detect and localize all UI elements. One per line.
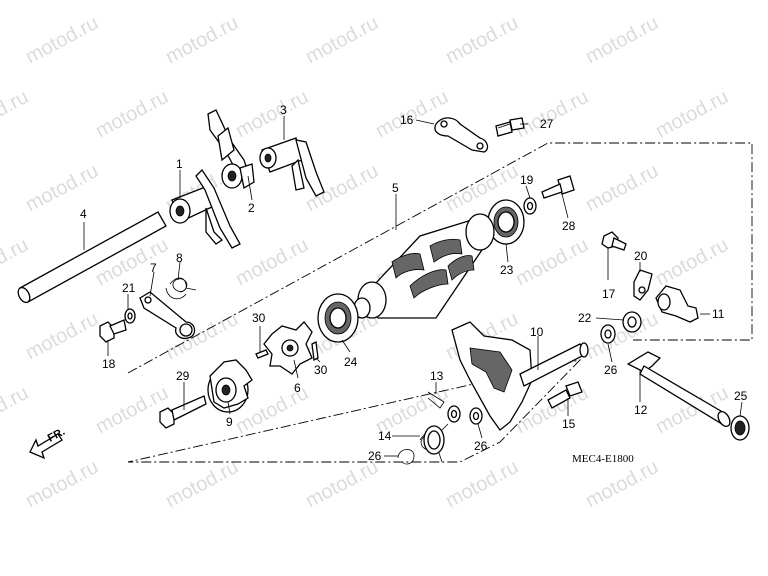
callout-7: 7 — [150, 261, 157, 275]
callout-14: 14 — [378, 429, 392, 443]
shift-shaft-plate — [451, 321, 589, 431]
leader-lines — [83, 116, 743, 457]
bolt-18 — [99, 319, 127, 343]
watermark-text: motod.ru — [22, 456, 102, 512]
watermark-text: motod.ru — [232, 86, 312, 142]
diagram-code: MEC4-E1800 — [572, 453, 634, 465]
direction-label: FR. — [46, 426, 67, 445]
callout-23: 23 — [500, 263, 514, 277]
oil-seal-25 — [730, 415, 750, 441]
callout-11: 11 — [712, 307, 725, 321]
callout-22: 22 — [578, 311, 592, 325]
watermark-text: motod.ru — [22, 12, 102, 68]
watermark-text: motod.ru — [22, 308, 102, 364]
watermark-text: motod.ru — [302, 12, 382, 68]
watermark-text: motod.ru — [0, 382, 32, 438]
forward-direction-indicator: FR. — [29, 426, 67, 460]
shift-arm-lever — [655, 285, 699, 323]
spring-8 — [165, 277, 197, 300]
callout-18: 18 — [102, 357, 116, 371]
pin-30a — [255, 349, 269, 359]
washer-22b — [622, 311, 642, 333]
callout-17: 17 — [602, 287, 616, 301]
bolt-29 — [159, 395, 207, 429]
callout-3: 3 — [280, 103, 287, 117]
watermark-text: motod.ru — [582, 160, 662, 216]
callout-10: 10 — [530, 325, 544, 339]
assembly-frame — [127, 142, 753, 463]
cam-plate — [263, 321, 313, 375]
callout-27: 27 — [540, 117, 554, 131]
callout-16: 16 — [400, 113, 414, 127]
watermark-text: motod.ru — [582, 12, 662, 68]
washer-22a — [600, 324, 616, 344]
watermark-text: motod.ru — [162, 456, 242, 512]
callout-1: 1 — [176, 157, 183, 171]
watermark-text: motod.ru — [92, 382, 172, 438]
bracket-20 — [633, 269, 653, 301]
callout-30b: 30 — [314, 363, 328, 377]
watermark-text: motod.ru — [442, 12, 522, 68]
callout-20: 20 — [634, 249, 648, 263]
callout-8: 8 — [176, 251, 183, 265]
return-spring — [419, 423, 449, 463]
ring-upper — [447, 405, 461, 423]
callout-13: 13 — [430, 369, 444, 383]
callout-30a: 30 — [252, 311, 266, 325]
callout-25: 25 — [734, 389, 748, 403]
bearing-24 — [317, 293, 359, 343]
watermark-text: motod.ru — [162, 12, 242, 68]
callout-2: 2 — [248, 201, 255, 215]
callout-5: 5 — [392, 181, 399, 195]
callout-24: 24 — [344, 355, 358, 369]
watermark-text: motod.ru — [512, 86, 592, 142]
callout-21: 21 — [122, 281, 136, 295]
shift-fork-3 — [259, 137, 325, 197]
watermark-text: motod.ru — [232, 234, 312, 290]
callout-19: 19 — [520, 173, 534, 187]
circlip-26 — [397, 449, 415, 465]
watermark-text: motod.ru — [442, 456, 522, 512]
fork-shaft — [17, 211, 167, 304]
callout-26c: 26 — [474, 439, 488, 453]
watermark-text: motod.ru — [652, 86, 732, 142]
bolt-15 — [547, 381, 583, 409]
bolt-17 — [601, 231, 627, 251]
shift-spindle — [626, 351, 731, 428]
watermark-text: motod.ru — [302, 456, 382, 512]
bolt-28 — [541, 175, 575, 199]
clip-13 — [427, 391, 445, 409]
shift-fork-2 — [207, 109, 255, 190]
ring-26 — [469, 407, 483, 425]
stopper-plate — [434, 117, 489, 153]
watermark-text: motod.ru — [0, 86, 32, 142]
watermark-text: motod.ru — [92, 86, 172, 142]
watermark-text: motod.ru — [0, 234, 32, 290]
callout-29: 29 — [176, 369, 190, 383]
watermark-text: motod.ru — [22, 160, 102, 216]
callout-9: 9 — [226, 415, 233, 429]
callout-26b: 26 — [368, 449, 382, 463]
callout-15: 15 — [562, 417, 576, 431]
drum-center — [207, 359, 253, 413]
stopper-arm — [139, 291, 196, 340]
watermark-text: motod.ru — [512, 234, 592, 290]
pin-30b — [311, 341, 319, 361]
shift-drum — [353, 213, 495, 319]
washer-21 — [124, 308, 136, 324]
callout-26a: 26 — [604, 363, 618, 377]
callout-6: 6 — [294, 381, 301, 395]
callout-4: 4 — [80, 207, 87, 221]
bolt-27 — [495, 117, 525, 137]
callout-12: 12 — [634, 403, 648, 417]
washer-19 — [523, 197, 537, 215]
shift-fork-1 — [169, 168, 241, 249]
watermark-text: motod.ru — [652, 234, 732, 290]
callout-labels: 1 2 3 4 5 6 7 8 9 10 11 12 13 14 15 16 1… — [80, 103, 748, 463]
callout-28: 28 — [562, 219, 576, 233]
